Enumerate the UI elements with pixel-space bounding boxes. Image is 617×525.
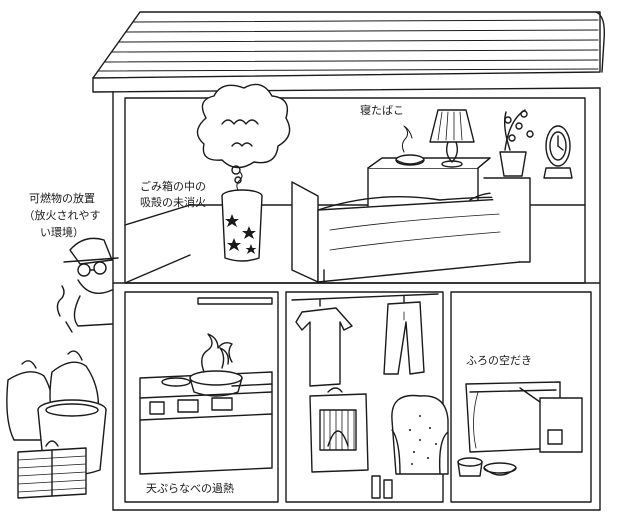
space-heater xyxy=(310,388,368,472)
newspaper-bundle xyxy=(18,441,86,498)
bath-stool xyxy=(458,458,482,476)
thought-bubble xyxy=(197,84,289,183)
trash-can-cigarette-label-line-1: ごみ箱の中の xyxy=(140,180,206,194)
hanging-shirt xyxy=(296,300,352,386)
stove xyxy=(140,372,272,474)
ashtray xyxy=(396,126,424,165)
trash-can xyxy=(222,172,262,261)
bottles xyxy=(372,476,392,498)
outside-combustibles-label: 可燃物の放置 （放火されやす い環境） xyxy=(2,190,122,241)
outside-label-line-3: い環境） xyxy=(2,224,122,241)
trash-can-cigarette-label-line-2: 吸殻の未消火 xyxy=(140,196,206,210)
roof xyxy=(93,12,604,92)
hanging-pants xyxy=(384,296,424,374)
outside-label-line-1: 可燃物の放置 xyxy=(2,190,122,207)
tempura-overheat-label: 天ぷらなべの過熱 xyxy=(146,482,234,496)
kitchen-hood xyxy=(198,298,272,304)
wash-bowl xyxy=(484,463,516,475)
armchair xyxy=(392,396,448,475)
flower-vase xyxy=(500,110,533,176)
outside-label-line-2: （放火されやす xyxy=(2,207,122,224)
bed-smoking-label: 寝たばこ xyxy=(360,104,404,118)
lighter-flame xyxy=(57,286,72,332)
bath-heating-label: ふろの空だき xyxy=(466,354,532,368)
clothes-rod xyxy=(292,294,438,300)
table-clock xyxy=(544,126,572,178)
arsonist-figure xyxy=(64,238,118,326)
